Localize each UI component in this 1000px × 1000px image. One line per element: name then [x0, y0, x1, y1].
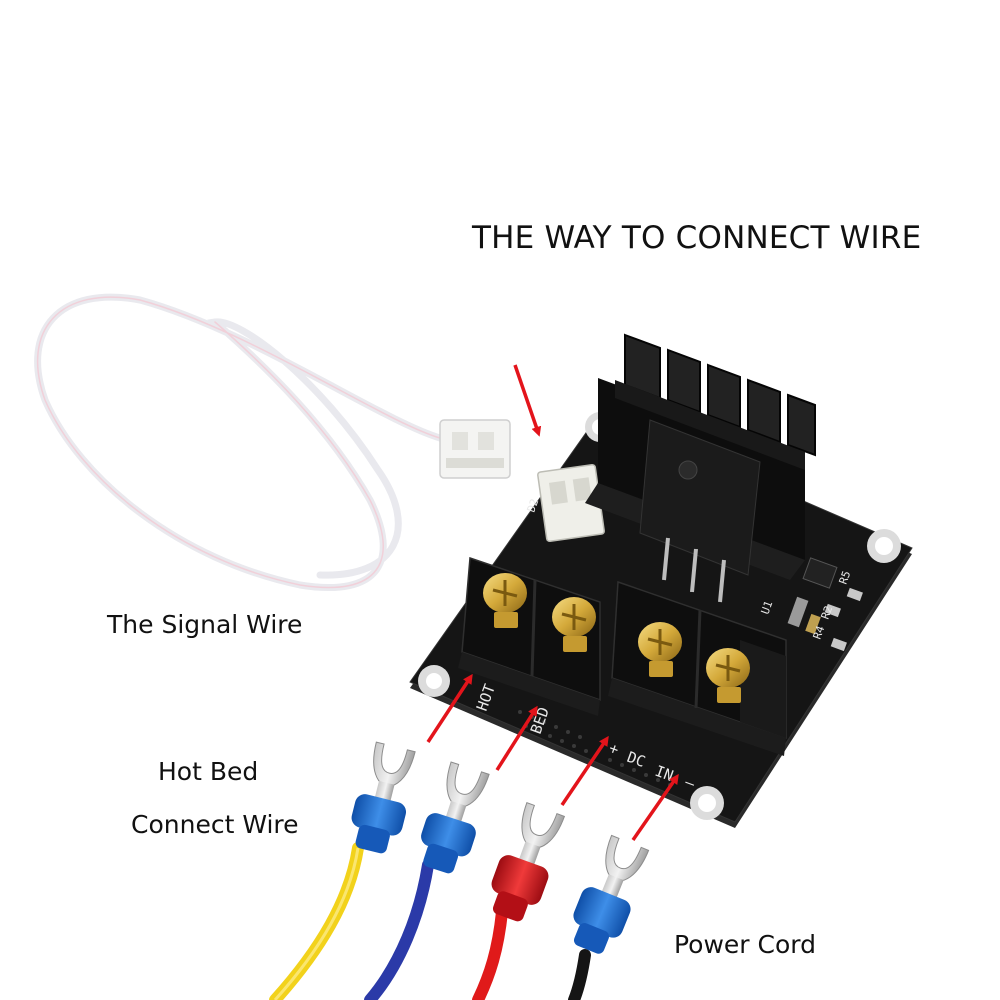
screw-minus — [706, 648, 750, 703]
silk-r4: R4 — [811, 624, 828, 641]
mounting-hole-right — [867, 529, 901, 563]
signal-socket — [537, 463, 605, 543]
wire-black — [568, 949, 591, 1000]
arrow-minus — [631, 773, 679, 841]
signal-wire — [34, 293, 444, 592]
spade-terminal-bed — [421, 761, 490, 874]
silk-u1: U1 — [759, 599, 776, 616]
spade-terminal-minus — [573, 834, 650, 954]
mounting-hole-left — [418, 665, 450, 697]
power-cord-label: Power Cord — [674, 930, 816, 959]
terminal-block-dcin — [608, 580, 787, 756]
wire-red — [472, 906, 508, 1000]
pointer-arrows — [426, 364, 679, 841]
silk-d2: D2 — [525, 497, 542, 514]
silk-r5: R5 — [837, 569, 854, 586]
screw-plus — [638, 622, 682, 677]
jst-connector — [439, 419, 511, 479]
hot-bed-label-line2: Connect Wire — [131, 810, 299, 839]
terminal-block-hotbed — [458, 556, 601, 716]
heatsink — [585, 333, 816, 603]
arrow-plus — [560, 735, 609, 806]
silk-dc: DC — [625, 748, 648, 771]
signal-wire-label: The Signal Wire — [107, 610, 303, 639]
hot-bed-label-line1: Hot Bed — [158, 757, 259, 786]
arrow-signal-socket — [513, 364, 542, 437]
arrow-bed — [495, 705, 538, 771]
spade-terminal-hot — [351, 741, 416, 854]
wire-blue — [364, 859, 434, 1000]
arrow-hot — [426, 673, 473, 743]
spade-terminal-plus — [491, 802, 566, 922]
mosfet-board: R5 R2 R4 U1 D2 HOT BED + DC IN – — [409, 333, 913, 828]
silk-r2: R2 — [819, 604, 836, 621]
mounting-hole-bottom — [690, 786, 724, 820]
screw-hot — [483, 573, 527, 628]
diagram-title: THE WAY TO CONNECT WIRE — [472, 220, 922, 256]
smd-components — [787, 557, 863, 652]
mosfet-chip — [639, 419, 761, 576]
wire-yellow — [269, 842, 364, 1000]
screw-bed — [552, 597, 596, 652]
